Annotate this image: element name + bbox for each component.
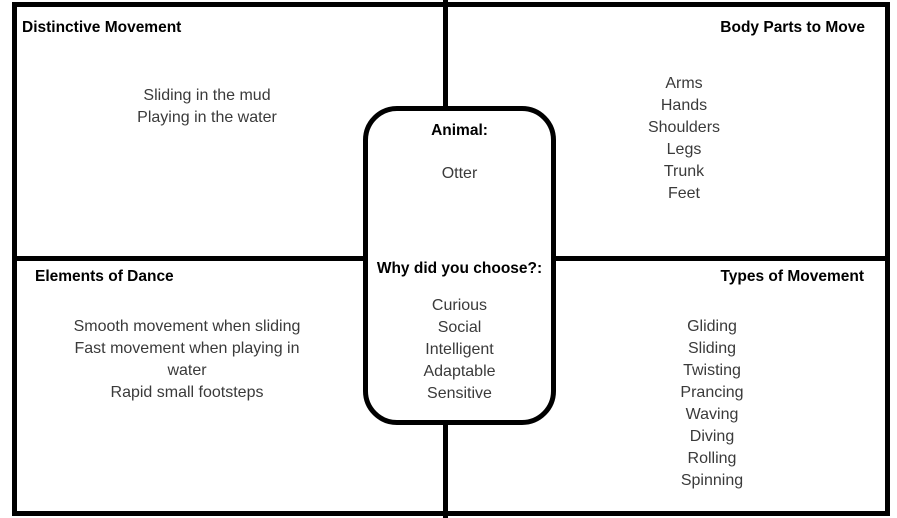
list-item: Waving: [685, 406, 739, 423]
distinctive-movement-list: Sliding in the mud Playing in the water: [82, 85, 332, 129]
quadrant-title-elements-of-dance: Elements of Dance: [35, 268, 174, 285]
quadrant-title-distinctive-movement: Distinctive Movement: [22, 19, 182, 36]
list-item: Rolling: [687, 450, 737, 467]
list-item: Legs: [666, 141, 702, 158]
list-item: Spinning: [680, 472, 744, 489]
list-item: Feet: [667, 185, 700, 202]
quadrant-title-types-of-movement: Types of Movement: [720, 268, 864, 285]
list-item: Shoulders: [647, 119, 721, 136]
list-item: Trunk: [663, 163, 705, 180]
body-parts-list: Arms Hands Shoulders Legs Trunk Feet: [584, 73, 784, 205]
list-item: Hands: [660, 97, 708, 114]
list-item: Prancing: [680, 384, 744, 401]
list-item: Social: [437, 319, 482, 336]
list-item: Playing in the water: [137, 109, 277, 126]
list-item: Intelligent: [425, 341, 494, 358]
animal-label: Animal:: [431, 122, 488, 139]
elements-of-dance-list: Smooth movement when sliding Fast moveme…: [58, 316, 316, 404]
reasons-list: Curious Social Intelligent Adaptable Sen…: [368, 295, 551, 405]
animal-card: Animal: Otter Why did you choose?: Curio…: [363, 106, 556, 425]
list-item: Sliding: [687, 340, 737, 357]
reason-label: Why did you choose?:: [376, 260, 543, 277]
list-item: Curious: [431, 297, 488, 314]
types-of-movement-list: Gliding Sliding Twisting Prancing Waving…: [612, 316, 812, 492]
list-item: Arms: [665, 75, 703, 92]
list-item: Rapid small footsteps: [110, 384, 264, 401]
quadrant-title-body-parts-to-move: Body Parts to Move: [720, 19, 865, 36]
list-item: Twisting: [683, 362, 741, 379]
list-item: Fast movement when playing in water: [74, 340, 300, 379]
list-item: Gliding: [687, 318, 737, 335]
list-item: Smooth movement when sliding: [73, 318, 301, 335]
animal-name: Otter: [441, 165, 478, 182]
list-item: Sensitive: [427, 385, 492, 402]
list-item: Diving: [689, 428, 735, 445]
list-item: Adaptable: [423, 363, 496, 380]
list-item: Sliding in the mud: [143, 87, 271, 104]
